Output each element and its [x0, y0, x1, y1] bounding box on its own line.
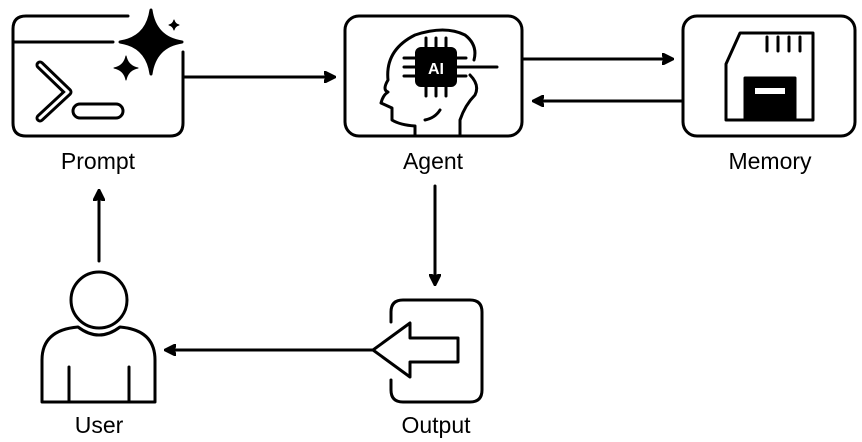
prompt-label: Prompt [60, 148, 136, 174]
user-label: User [74, 412, 124, 438]
memory-card-icon [681, 14, 857, 138]
chip-text: AI [428, 61, 444, 78]
ai-head-chip-icon [343, 14, 524, 138]
output-label: Output [401, 412, 471, 438]
memory-label: Memory [728, 148, 812, 174]
terminal-sparkle-icon [11, 8, 185, 138]
output-arrow-icon [371, 298, 484, 404]
user-icon [40, 270, 157, 404]
agent-label: Agent [402, 148, 464, 174]
